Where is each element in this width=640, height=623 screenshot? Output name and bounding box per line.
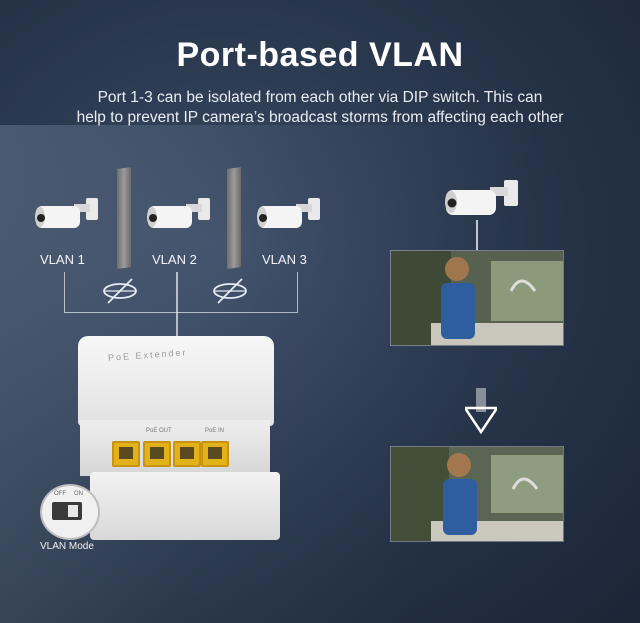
- dip-off-label: OFF: [54, 491, 66, 497]
- vlan-3-label: VLAN 3: [262, 252, 307, 267]
- camera-feed-before: [390, 250, 564, 346]
- vlan-1-label: VLAN 1: [40, 252, 85, 267]
- no-connection-icon: [213, 278, 247, 304]
- ethernet-port-4: [201, 441, 229, 467]
- vlan-divider-2: [227, 167, 241, 269]
- page-title: Port-based VLAN: [176, 36, 464, 74]
- no-connection-icon: [103, 278, 137, 304]
- camera-icon: [147, 198, 210, 228]
- camera-link-line: [476, 220, 478, 250]
- camera-icon: [35, 198, 98, 228]
- vlan-bracket: [64, 272, 298, 313]
- camera-icon: [257, 198, 320, 228]
- subtitle-line-1: Port 1-3 can be isolated from each other…: [97, 89, 543, 106]
- poe-extender-device: [78, 336, 274, 426]
- vlan-2-label: VLAN 2: [152, 252, 197, 267]
- page-subtitle: Port 1-3 can be isolated from each other…: [0, 88, 640, 128]
- vlan-divider-1: [117, 167, 131, 269]
- down-arrow-icon: [465, 388, 497, 434]
- dip-on-label: ON: [74, 491, 83, 497]
- port-label-out: PoE OUT: [146, 428, 172, 434]
- vlan-mode-label: VLAN Mode: [40, 541, 94, 552]
- port-label-in: PoE IN: [205, 428, 225, 434]
- camera-icon: [445, 180, 518, 215]
- ethernet-port-1: [112, 441, 140, 467]
- camera-feed-after: [390, 446, 564, 542]
- dip-switch: [52, 502, 82, 520]
- device-mount: [90, 472, 280, 540]
- ethernet-port-3: [173, 441, 201, 467]
- ethernet-port-2: [143, 441, 171, 467]
- subtitle-line-2: help to prevent IP camera’s broadcast st…: [76, 109, 564, 126]
